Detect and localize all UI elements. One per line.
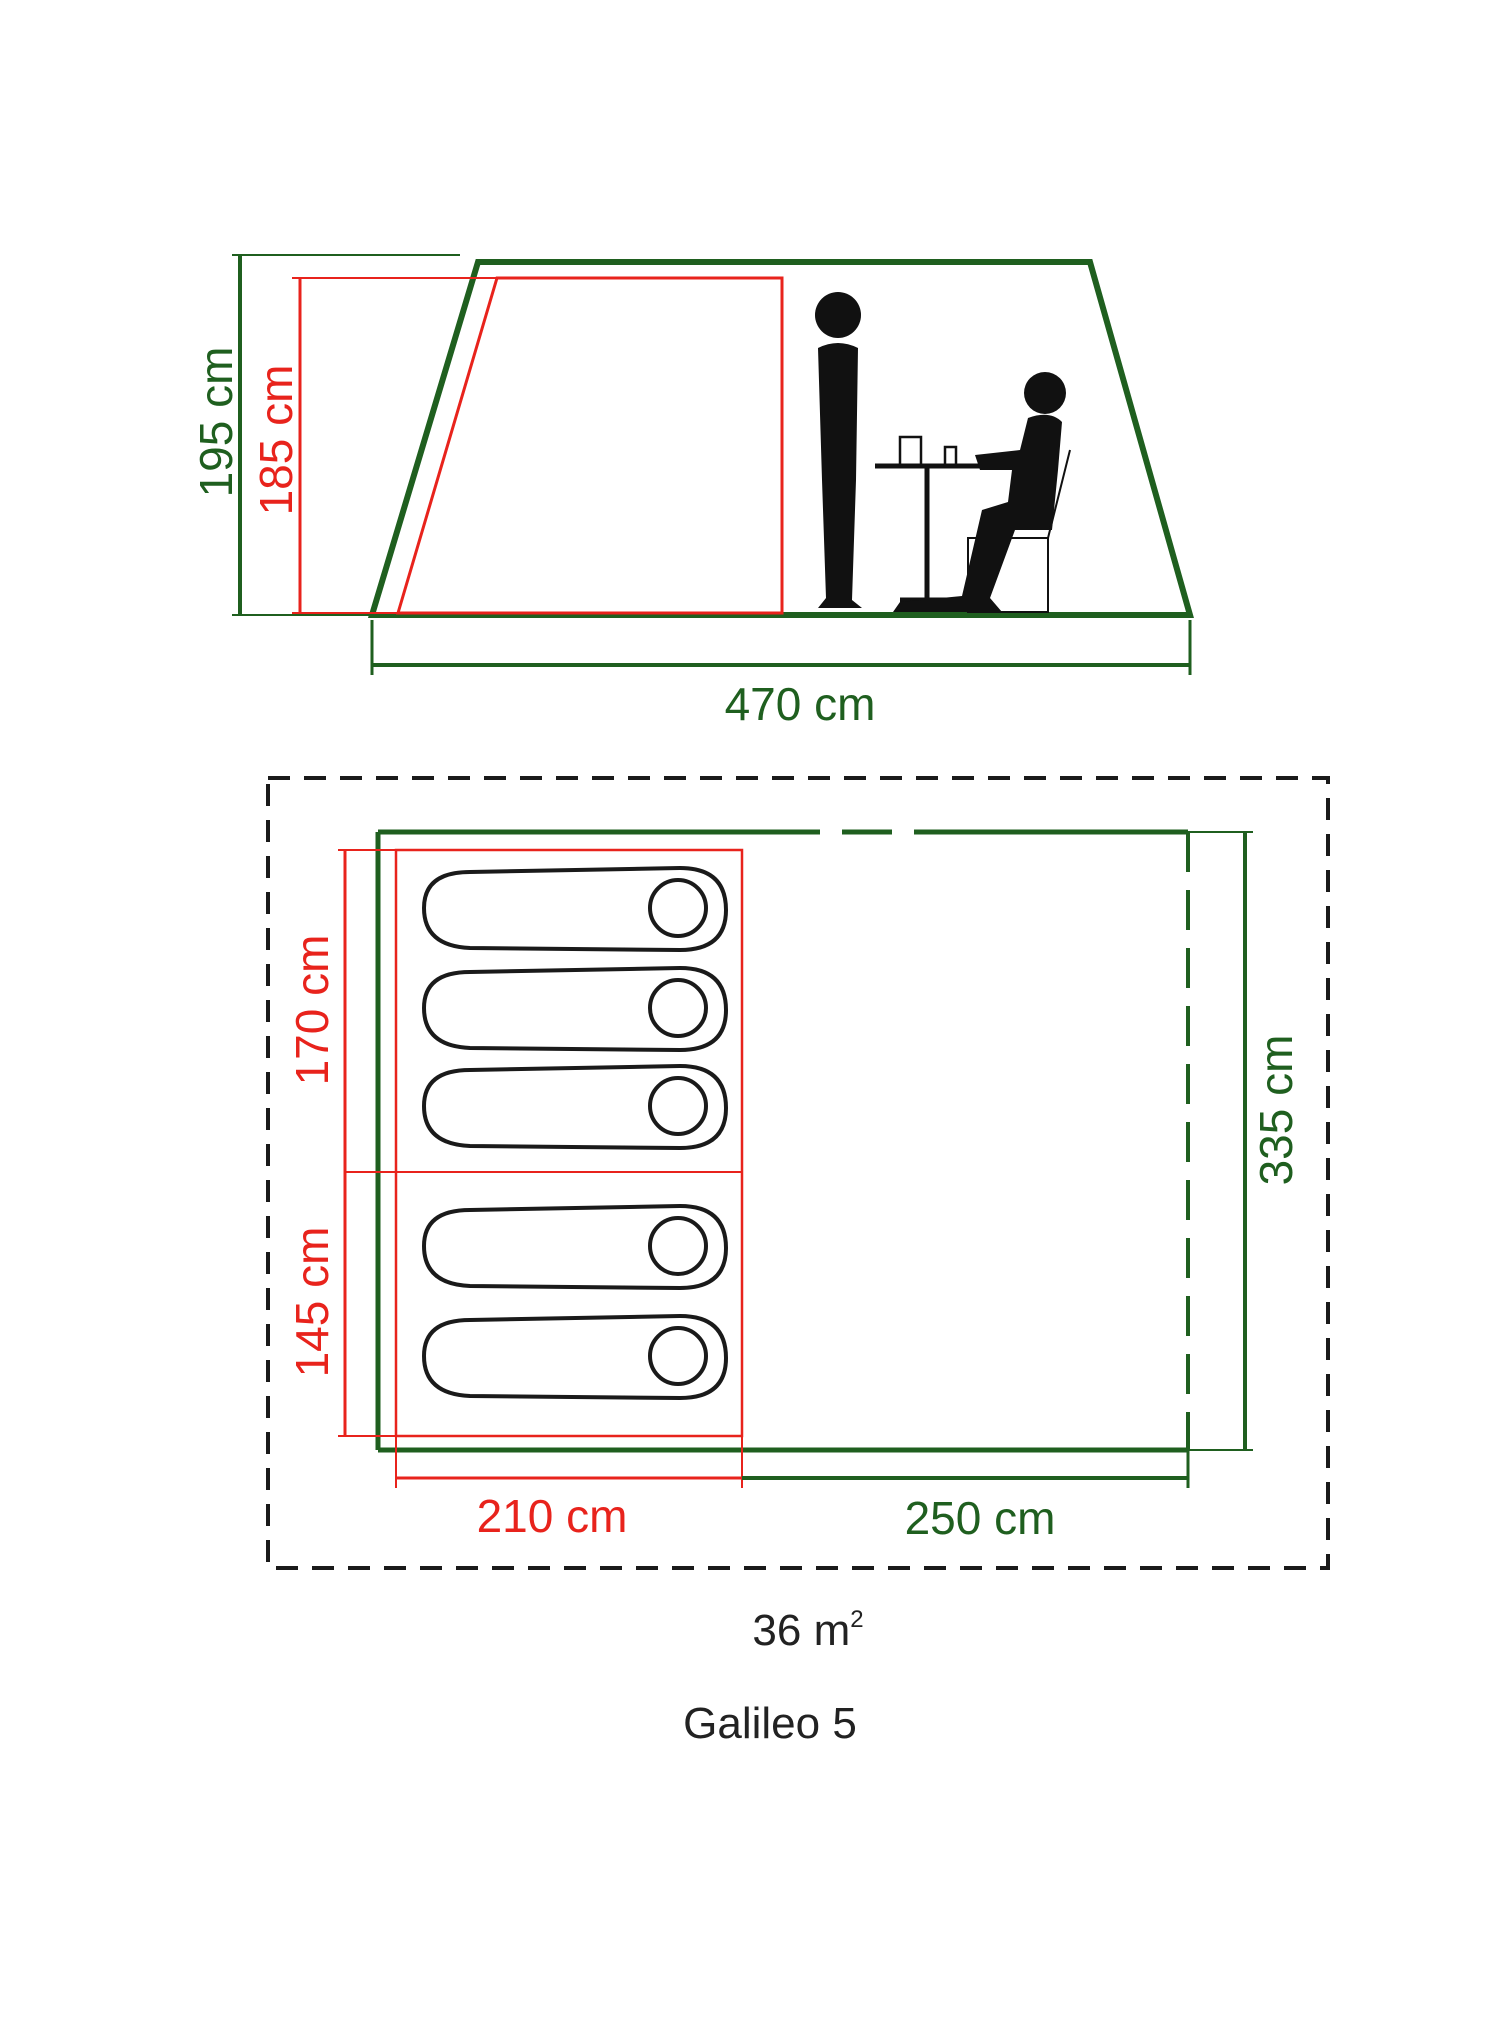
outer-tent-outline bbox=[367, 259, 1194, 618]
model-name: Galileo 5 bbox=[683, 1699, 857, 1748]
upper-depth-label: 170 cm bbox=[286, 935, 338, 1086]
length-label: 470 cm bbox=[725, 678, 876, 730]
bedroom-outline bbox=[394, 848, 744, 1438]
inner-tent-outline bbox=[395, 276, 784, 615]
bedroom-length-label: 210 cm bbox=[477, 1490, 628, 1542]
living-length-label: 250 cm bbox=[905, 1492, 1056, 1544]
area-superscript: 2 bbox=[850, 1606, 863, 1633]
sleeping-bag-icon bbox=[421, 1203, 729, 1291]
sleeping-bag-icon bbox=[421, 865, 729, 953]
side-view bbox=[232, 254, 1194, 675]
area-label: 36 m2 bbox=[752, 1606, 863, 1655]
standing-person-icon bbox=[815, 292, 862, 608]
seated-person-icon bbox=[893, 372, 1071, 613]
sleeping-bag-icon bbox=[421, 1063, 729, 1151]
table-icon bbox=[875, 435, 980, 603]
lower-depth-label: 145 cm bbox=[286, 1227, 338, 1378]
sleeping-bag-icon bbox=[421, 965, 729, 1053]
footprint-outline bbox=[266, 776, 1330, 1570]
sleeping-bag-icon bbox=[421, 1313, 729, 1401]
width-label: 335 cm bbox=[1250, 1035, 1302, 1186]
area-value: 36 m bbox=[752, 1606, 850, 1655]
inner-height-label: 185 cm bbox=[250, 365, 302, 516]
floor-plan bbox=[266, 776, 1330, 1570]
outer-height-label: 195 cm bbox=[190, 347, 242, 498]
